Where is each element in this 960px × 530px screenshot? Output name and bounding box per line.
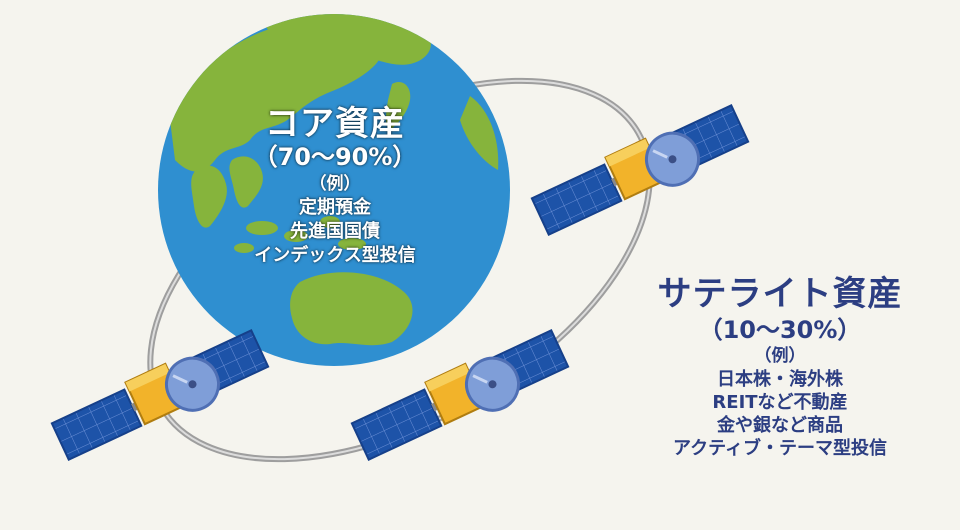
satellite-example-item: アクティブ・テーマ型投信 <box>672 438 888 459</box>
satellite-example-item: 金や銀など商品 <box>717 415 843 436</box>
core-example-item: 先進国国債 <box>290 221 380 242</box>
core-asset-label-group: コア資産 （70～90%） （例） 定期預金 先進国国債 インデックス型投信 <box>220 104 450 268</box>
satellite-asset-range: （10～30%） <box>698 316 862 344</box>
satellite-example-item: REITなど不動産 <box>712 392 848 413</box>
satellite-example-item: 日本株・海外株 <box>717 369 843 390</box>
core-example-label: （例） <box>309 174 361 194</box>
satellite-asset-label-group: サテライト資産 （10～30%） （例） 日本株・海外株 REITなど不動産 金… <box>635 273 925 460</box>
satellite-icon <box>350 329 570 461</box>
satellite-icon <box>50 329 270 461</box>
satellite-example-label: （例） <box>754 346 806 366</box>
core-example-item: 定期預金 <box>299 197 371 218</box>
core-asset-range: （70～90%） <box>253 143 417 171</box>
satellite-icon <box>530 104 750 236</box>
earth-globe-icon <box>158 14 510 366</box>
core-asset-title: コア資産 <box>265 104 405 144</box>
satellite-asset-title: サテライト資産 <box>657 274 903 314</box>
core-example-item: インデックス型投信 <box>254 245 416 266</box>
